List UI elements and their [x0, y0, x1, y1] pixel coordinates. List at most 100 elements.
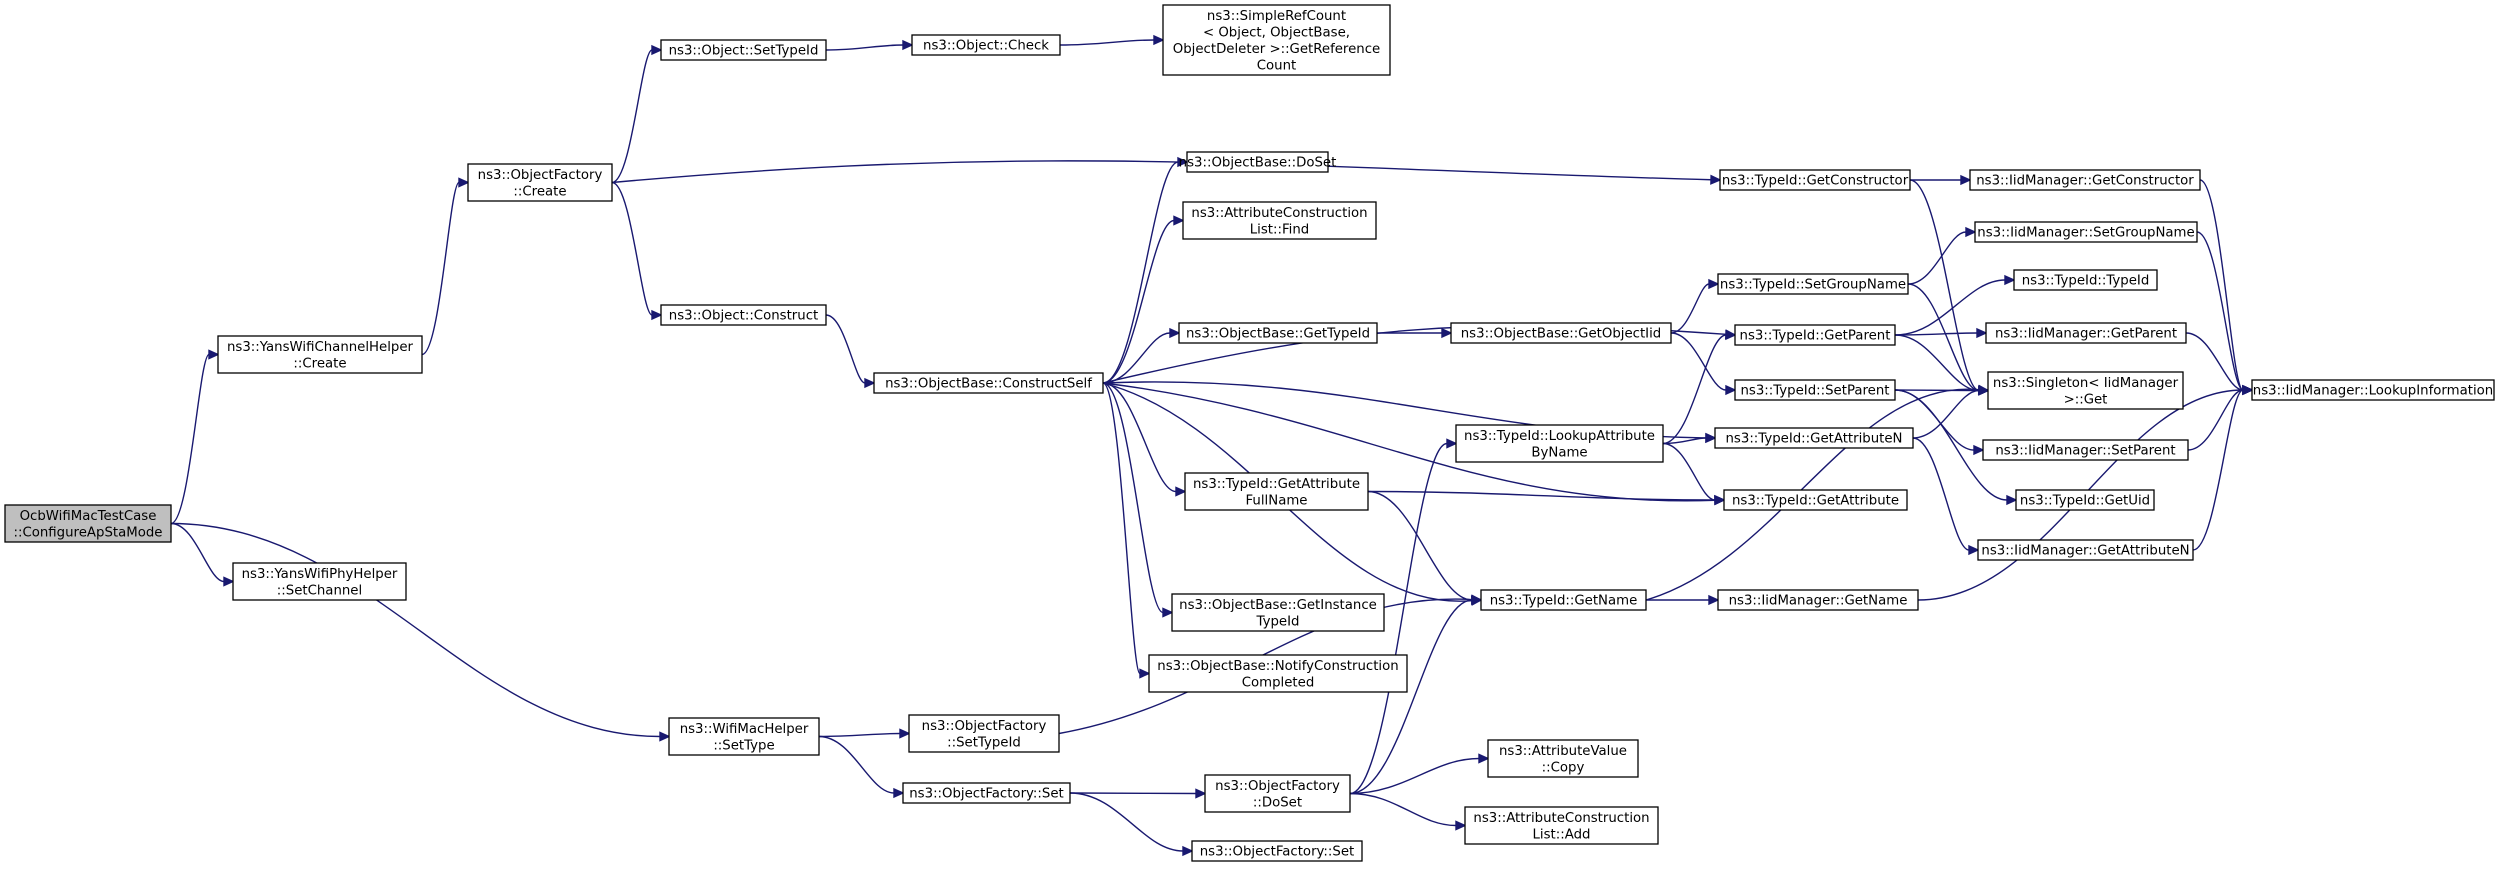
node-objsettid[interactable]: ns3::Object::SetTypeId — [660, 39, 827, 61]
edge-line — [1102, 382, 1141, 675]
edge-tlookup-to-tgetattrn — [1662, 432, 1717, 445]
node-label: ns3::ObjectBase::GetObjectIid — [1461, 327, 1661, 342]
node-box — [232, 562, 407, 601]
edge-tgetname-to-imgetname — [1645, 594, 1720, 606]
node-obconstructself[interactable]: ns3::ObjectBase::ConstructSelf — [873, 372, 1104, 394]
edge-arrowhead — [651, 309, 663, 321]
node-imgetctor[interactable]: ns3::IidManager::GetConstructor — [1969, 169, 2201, 191]
edge-arrowhead — [2242, 384, 2254, 396]
node-ofset[interactable]: ns3::ObjectFactory::Set — [902, 782, 1071, 804]
node-ofsettid[interactable]: ns3::ObjectFactory::SetTypeId — [908, 714, 1060, 753]
node-simpleref[interactable]: ns3::SimpleRefCount< Object, ObjectBase,… — [1162, 4, 1391, 76]
node-tgetuid[interactable]: ns3::TypeId::GetUid — [2015, 489, 2155, 511]
node-box — [1723, 489, 1908, 511]
node-tgetattrn[interactable]: ns3::TypeId::GetAttributeN — [1714, 427, 1914, 449]
node-obnotify[interactable]: ns3::ObjectBase::NotifyConstructionCompl… — [1148, 654, 1408, 693]
edge-line — [825, 314, 866, 384]
node-yansphy[interactable]: ns3::YansWifiPhyHelper::SetChannel — [232, 562, 407, 601]
edge-root-to-yansphy — [170, 522, 235, 587]
node-imsetgroup[interactable]: ns3::IidManager::SetGroupName — [1974, 221, 2198, 243]
edge-arrowhead — [1705, 432, 1717, 444]
node-label: ns3::TypeId::GetUid — [2020, 494, 2150, 509]
node-label: ns3::TypeId::GetParent — [1740, 329, 1891, 344]
edge-arrowhead — [659, 731, 671, 742]
node-singleton[interactable]: ns3::Singleton< IidManager>::Get — [1987, 371, 2184, 410]
call-nodes: OcbWifiMacTestCase::ConfigureApStaModens… — [4, 4, 2495, 862]
node-yanschan[interactable]: ns3::YansWifiChannelHelper::Create — [217, 335, 423, 374]
edge-obgetoid-to-tsetgroup — [1670, 278, 1720, 334]
node-label: ns3::ObjectBase::GetTypeId — [1186, 327, 1370, 342]
node-imsetparent[interactable]: ns3::IidManager::SetParent — [1982, 439, 2189, 461]
edge-line — [1894, 334, 1980, 392]
node-label: ns3::ObjectFactory::Set — [1200, 845, 1354, 860]
edge-arrowhead — [1725, 329, 1737, 341]
node-tgetctor[interactable]: ns3::TypeId::GetConstructor — [1719, 169, 1911, 191]
node-label: ::Copy — [1542, 760, 1585, 775]
node-ofcreate[interactable]: ns3::ObjectFactory::Create — [467, 163, 613, 202]
node-label: ns3::TypeId::SetGroupName — [1720, 278, 1906, 293]
edge-tgetattrn-to-imgetattrn — [1912, 437, 1980, 556]
edge-obconstructself-to-acfind — [1102, 215, 1185, 384]
edge-obgetoid-to-tsetparent — [1670, 332, 1737, 396]
edge-obconstructself-to-obgetinst — [1102, 382, 1174, 618]
node-label: ns3::TypeId::GetAttribute — [1193, 477, 1360, 492]
node-label: ::SetType — [713, 738, 774, 753]
node-imgetparent[interactable]: ns3::IidManager::GetParent — [1985, 322, 2187, 344]
node-root[interactable]: OcbWifiMacTestCase::ConfigureApStaMode — [4, 504, 172, 543]
node-imgetattrn[interactable]: ns3::IidManager::GetAttributeN — [1977, 539, 2194, 561]
node-label: ns3::ObjectFactory — [1215, 779, 1340, 794]
edge-arrowhead — [1965, 226, 1977, 238]
edge-root-to-wifimac — [170, 522, 671, 742]
edge-arrowhead — [1153, 34, 1165, 46]
edge-line — [1102, 382, 1164, 614]
node-label: FullName — [1246, 493, 1308, 508]
edge-imsetparent-to-imlookup — [2187, 384, 2254, 451]
node-imgetname[interactable]: ns3::IidManager::GetName — [1717, 589, 1919, 611]
node-tgetattr[interactable]: ns3::TypeId::GetAttribute — [1723, 489, 1908, 511]
edge-objsettid-to-objcheck — [825, 39, 914, 51]
node-box — [1974, 221, 2198, 243]
node-tsetgroup[interactable]: ns3::TypeId::SetGroupName — [1717, 273, 1909, 295]
node-label: ::SetChannel — [277, 583, 362, 598]
node-box — [1148, 654, 1408, 693]
edge-line — [421, 181, 460, 356]
node-box — [902, 782, 1071, 804]
node-ttypeid[interactable]: ns3::TypeId::TypeId — [2013, 269, 2158, 291]
edge-imgetparent-to-imlookup — [2185, 332, 2254, 396]
edge-ofcreate-to-objconstruct — [611, 181, 663, 321]
node-objconstruct[interactable]: ns3::Object::Construct — [660, 304, 827, 326]
node-objcheck[interactable]: ns3::Object::Check — [911, 34, 1061, 56]
edge-line — [1907, 283, 1980, 392]
node-imlookup[interactable]: ns3::IidManager::LookupInformation — [2251, 379, 2495, 401]
node-label: ns3::ObjectFactory::Set — [909, 787, 1063, 802]
node-label: >::Get — [2064, 392, 2108, 407]
edge-objconstruct-to-obconstructself — [825, 314, 876, 389]
node-obgetoid[interactable]: ns3::ObjectBase::GetObjectIid — [1450, 322, 1672, 344]
node-tgetname[interactable]: ns3::TypeId::GetName — [1480, 589, 1647, 611]
node-box — [1734, 324, 1896, 346]
node-tgetparent[interactable]: ns3::TypeId::GetParent — [1734, 324, 1896, 346]
edge-line — [1645, 388, 1980, 601]
node-box — [1487, 739, 1639, 778]
node-obgettid[interactable]: ns3::ObjectBase::GetTypeId — [1178, 322, 1378, 344]
node-label: ns3::AttributeConstruction — [1191, 206, 1367, 221]
node-ofset2[interactable]: ns3::ObjectFactory::Set — [1191, 840, 1363, 862]
node-label: ObjectDeleter >::GetReference — [1173, 42, 1380, 57]
node-box — [873, 372, 1104, 394]
edge-ofset-to-ofset2 — [1069, 792, 1194, 857]
edge-tsetgroup-to-singleton — [1907, 283, 1990, 396]
node-obdoset[interactable]: ns3::ObjectBase::DoSet — [1179, 151, 1337, 173]
node-wifimac[interactable]: ns3::WifiMacHelper::SetType — [668, 717, 820, 756]
edge-line — [1894, 332, 1978, 336]
node-label: ns3::ObjectBase::DoSet — [1179, 156, 1337, 171]
node-tsetparent[interactable]: ns3::TypeId::SetParent — [1734, 379, 1896, 401]
node-box — [2015, 489, 2155, 511]
node-avcopy[interactable]: ns3::AttributeValue::Copy — [1487, 739, 1639, 778]
node-ofdoset[interactable]: ns3::ObjectFactory::DoSet — [1204, 774, 1351, 813]
